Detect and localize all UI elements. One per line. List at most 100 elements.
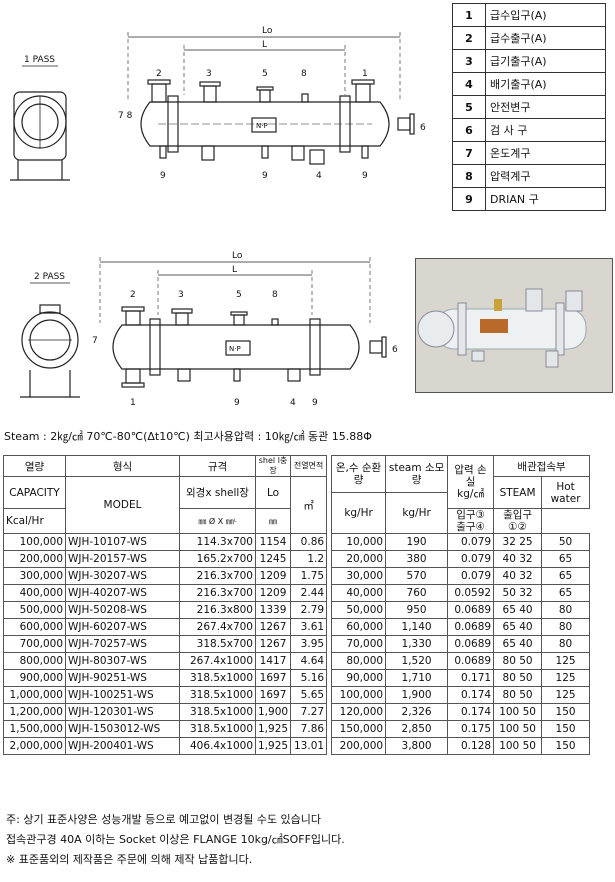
cell-water: 80,000	[331, 652, 387, 670]
cell-pipe-steam: 80 50	[493, 686, 543, 704]
legend-label: 급기출구(A)	[485, 49, 606, 73]
h-model-en: MODEL	[65, 476, 180, 534]
label-4: 4	[316, 171, 322, 181]
cell-pipe-hot: 50	[541, 533, 591, 551]
cell-model: WJH-120301-WS	[65, 703, 180, 721]
legend-number: 5	[452, 95, 486, 119]
notes: 주: 상기 표준사양은 성능개발 등으로 예고없이 변경될 수도 있습니다 접속…	[6, 810, 345, 870]
pass-label-1: 1 PASS	[24, 55, 55, 65]
cell-area: 2.79	[290, 601, 328, 619]
dim-lo-1: Lo	[262, 26, 273, 36]
cell-area: 7.86	[290, 720, 328, 738]
label-6: 6	[420, 123, 426, 133]
legend-number: 2	[452, 26, 486, 50]
drawing-1pass: 1 PASS Lo L N·P 2 3 5 8 1 7 8 6 9 9 9 4	[10, 26, 426, 181]
legend-number: 4	[452, 72, 486, 96]
label2-1: 1	[130, 398, 136, 408]
cell-loss: 0.128	[447, 737, 495, 755]
cell-spec: 318.5x1000	[179, 703, 256, 721]
cell-area: 3.95	[290, 635, 328, 653]
cell-loss: 0.0689	[447, 618, 495, 636]
cell-model: WJH-100251-WS	[65, 686, 180, 704]
note-2: 접속관구경 40A 이하는 Socket 이상은 FLANGE 10kg/㎠SO…	[6, 833, 345, 846]
cell-water: 200,000	[331, 737, 387, 755]
label-9c: 9	[362, 171, 368, 181]
cell-spec: 165.2x700	[179, 550, 256, 568]
h-pipe-steam: STEAM	[493, 476, 543, 509]
cell-pipe-hot: 80	[541, 635, 591, 653]
legend-number: 3	[452, 49, 486, 73]
label2-8: 8	[272, 290, 278, 300]
cell-pipe-hot: 125	[541, 669, 591, 687]
cell-water: 60,000	[331, 618, 387, 636]
legend-number: 7	[452, 141, 486, 165]
cell-steam: 1,520	[385, 652, 449, 670]
h-out-in: 출입구 ①②	[493, 508, 543, 534]
legend-label: 급수입구(A)	[485, 3, 606, 27]
legend-number: 1	[452, 3, 486, 27]
cell-pipe-steam: 100 50	[493, 737, 543, 755]
cell-capacity: 2,000,000	[3, 737, 66, 755]
nameplate-2: N·P	[229, 345, 241, 353]
drawing-2pass: 2 PASS Lo L N·P 2 3 5 8 7 6 1 9 4 9	[20, 251, 398, 408]
cell-capacity: 800,000	[3, 652, 66, 670]
legend-number: 9	[452, 187, 486, 211]
cell-model: WJH-20157-WS	[65, 550, 180, 568]
cell-steam: 190	[385, 533, 449, 551]
cell-loss: 0.174	[447, 703, 495, 721]
cell-loss: 0.0689	[447, 652, 495, 670]
note-3: ※ 표준품외의 제작품은 주문에 의해 제작 납품합니다.	[6, 853, 253, 866]
dim-l-1: L	[262, 40, 267, 50]
cell-steam: 760	[385, 584, 449, 602]
cell-lo: 1,900	[254, 703, 292, 721]
cell-steam: 3,800	[385, 737, 449, 755]
cell-loss: 0.0689	[447, 635, 495, 653]
cell-lo: 1267	[254, 618, 292, 636]
cell-loss: 0.0592	[447, 584, 495, 602]
cell-lo: 1697	[254, 686, 292, 704]
cell-model: WJH-40207-WS	[65, 584, 180, 602]
steam-spec-line: Steam : 2㎏/㎠ 70℃-80℃(Δt10℃) 최고사용압력 : 10㎏…	[4, 430, 372, 443]
cell-area: 3.61	[290, 618, 328, 636]
legend-label: 안전변구	[485, 95, 606, 119]
cell-loss: 0.171	[447, 669, 495, 687]
cell-area: 5.65	[290, 686, 328, 704]
cell-pipe-steam: 65 40	[493, 601, 543, 619]
cell-steam: 380	[385, 550, 449, 568]
cell-capacity: 1,500,000	[3, 720, 66, 738]
cell-pipe-steam: 50 32	[493, 584, 543, 602]
cell-steam: 950	[385, 601, 449, 619]
cell-spec: 318.5x1000	[179, 669, 256, 687]
spec-table: 열량 형식 규격 shel l충장 전열면적 온,수 순환량 steam 소모량…	[3, 455, 591, 755]
cell-water: 30,000	[331, 567, 387, 585]
cell-area: 2.44	[290, 584, 328, 602]
h-loss: 압력 손실 kg/㎠	[447, 455, 495, 509]
cell-steam: 1,140	[385, 618, 449, 636]
label2-5: 5	[236, 290, 242, 300]
cell-model: WJH-50208-WS	[65, 601, 180, 619]
cell-spec: 406.4x1000	[179, 737, 256, 755]
cell-pipe-hot: 65	[541, 567, 591, 585]
label-1: 1	[362, 69, 368, 79]
label-2: 2	[156, 69, 162, 79]
cell-water: 90,000	[331, 669, 387, 687]
label-3: 3	[206, 69, 212, 79]
label2-4: 4	[290, 398, 296, 408]
label2-9b: 9	[312, 398, 318, 408]
h-in-out: 입구③ 출구④	[447, 508, 495, 534]
cell-capacity: 400,000	[3, 584, 66, 602]
h-spec: 규격	[179, 455, 256, 477]
cell-lo: 1245	[254, 550, 292, 568]
